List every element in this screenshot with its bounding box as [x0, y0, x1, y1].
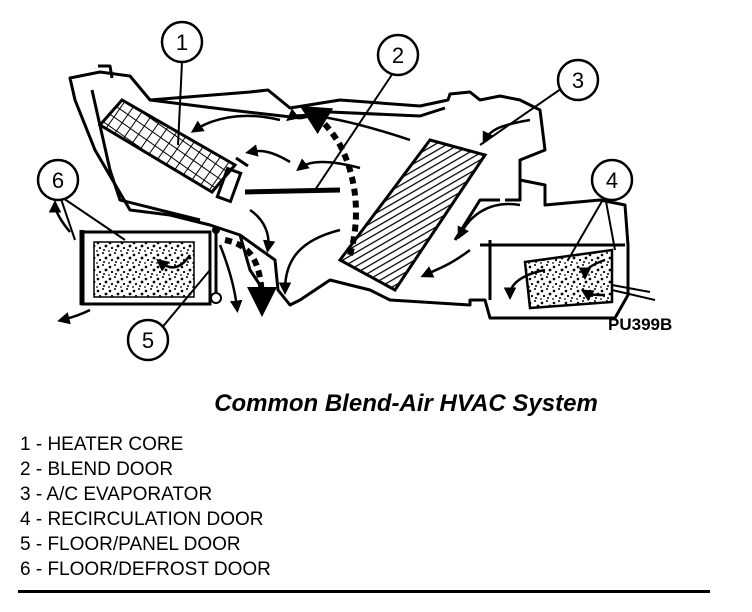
- blend-door: [244, 187, 341, 195]
- svg-text:4: 4: [606, 168, 618, 193]
- callout-4: 4: [590, 158, 634, 202]
- svg-text:2: 2: [392, 43, 404, 68]
- svg-text:3: 3: [572, 68, 584, 93]
- legend-item-blend-door: 2 - BLEND DOOR: [20, 459, 174, 480]
- svg-text:6: 6: [52, 168, 64, 193]
- callout-5: 5: [126, 318, 170, 362]
- legend-list: 1 - HEATER CORE 2 - BLEND DOOR 3 - A/C E…: [20, 432, 271, 582]
- figure-id: PU399B: [608, 315, 672, 334]
- legend-item-ac-evaporator: 3 - A/C EVAPORATOR: [20, 484, 213, 505]
- bottom-rule: [18, 590, 710, 593]
- svg-text:5: 5: [142, 328, 154, 353]
- callout-3: 3: [556, 58, 600, 102]
- callout-1: 1: [160, 20, 204, 64]
- hvac-diagram: 1 2 3 4 5 6 PU399B: [36, 20, 672, 362]
- floor-defrost-door: [79, 230, 212, 306]
- airflow-arrows: [48, 108, 606, 325]
- legend-item-recirculation-door: 4 - RECIRCULATION DOOR: [20, 509, 264, 530]
- figure-title: Common Blend-Air HVAC System: [214, 390, 598, 417]
- svg-text:1: 1: [176, 30, 188, 55]
- door-actuator: [215, 156, 249, 204]
- ac-evaporator: [337, 138, 488, 292]
- floor-panel-door: [210, 226, 222, 304]
- callout-2: 2: [376, 33, 420, 77]
- callout-leaders: [59, 61, 616, 331]
- dashed-airflow-arrows: [224, 105, 359, 317]
- recirculation-door: [523, 248, 656, 310]
- legend-item-floor-defrost-door: 6 - FLOOR/DEFROST DOOR: [20, 559, 271, 580]
- legend-item-floor-panel-door: 5 - FLOOR/PANEL DOOR: [20, 534, 241, 555]
- legend-item-heater-core: 1 - HEATER CORE: [20, 434, 184, 455]
- heater-core: [97, 98, 238, 194]
- callout-6: 6: [36, 158, 80, 202]
